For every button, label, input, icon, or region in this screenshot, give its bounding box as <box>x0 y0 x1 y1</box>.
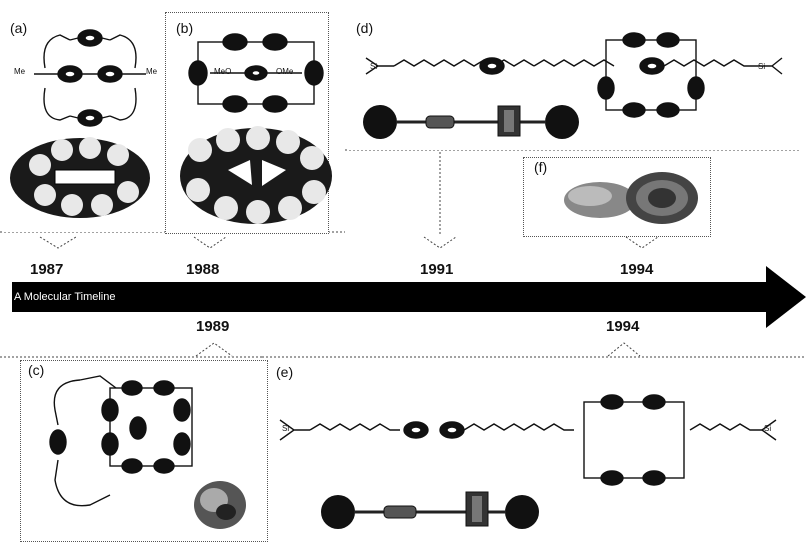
panel-e-si-left: Si <box>282 424 289 433</box>
panel-e-si-right: Si <box>764 424 771 433</box>
